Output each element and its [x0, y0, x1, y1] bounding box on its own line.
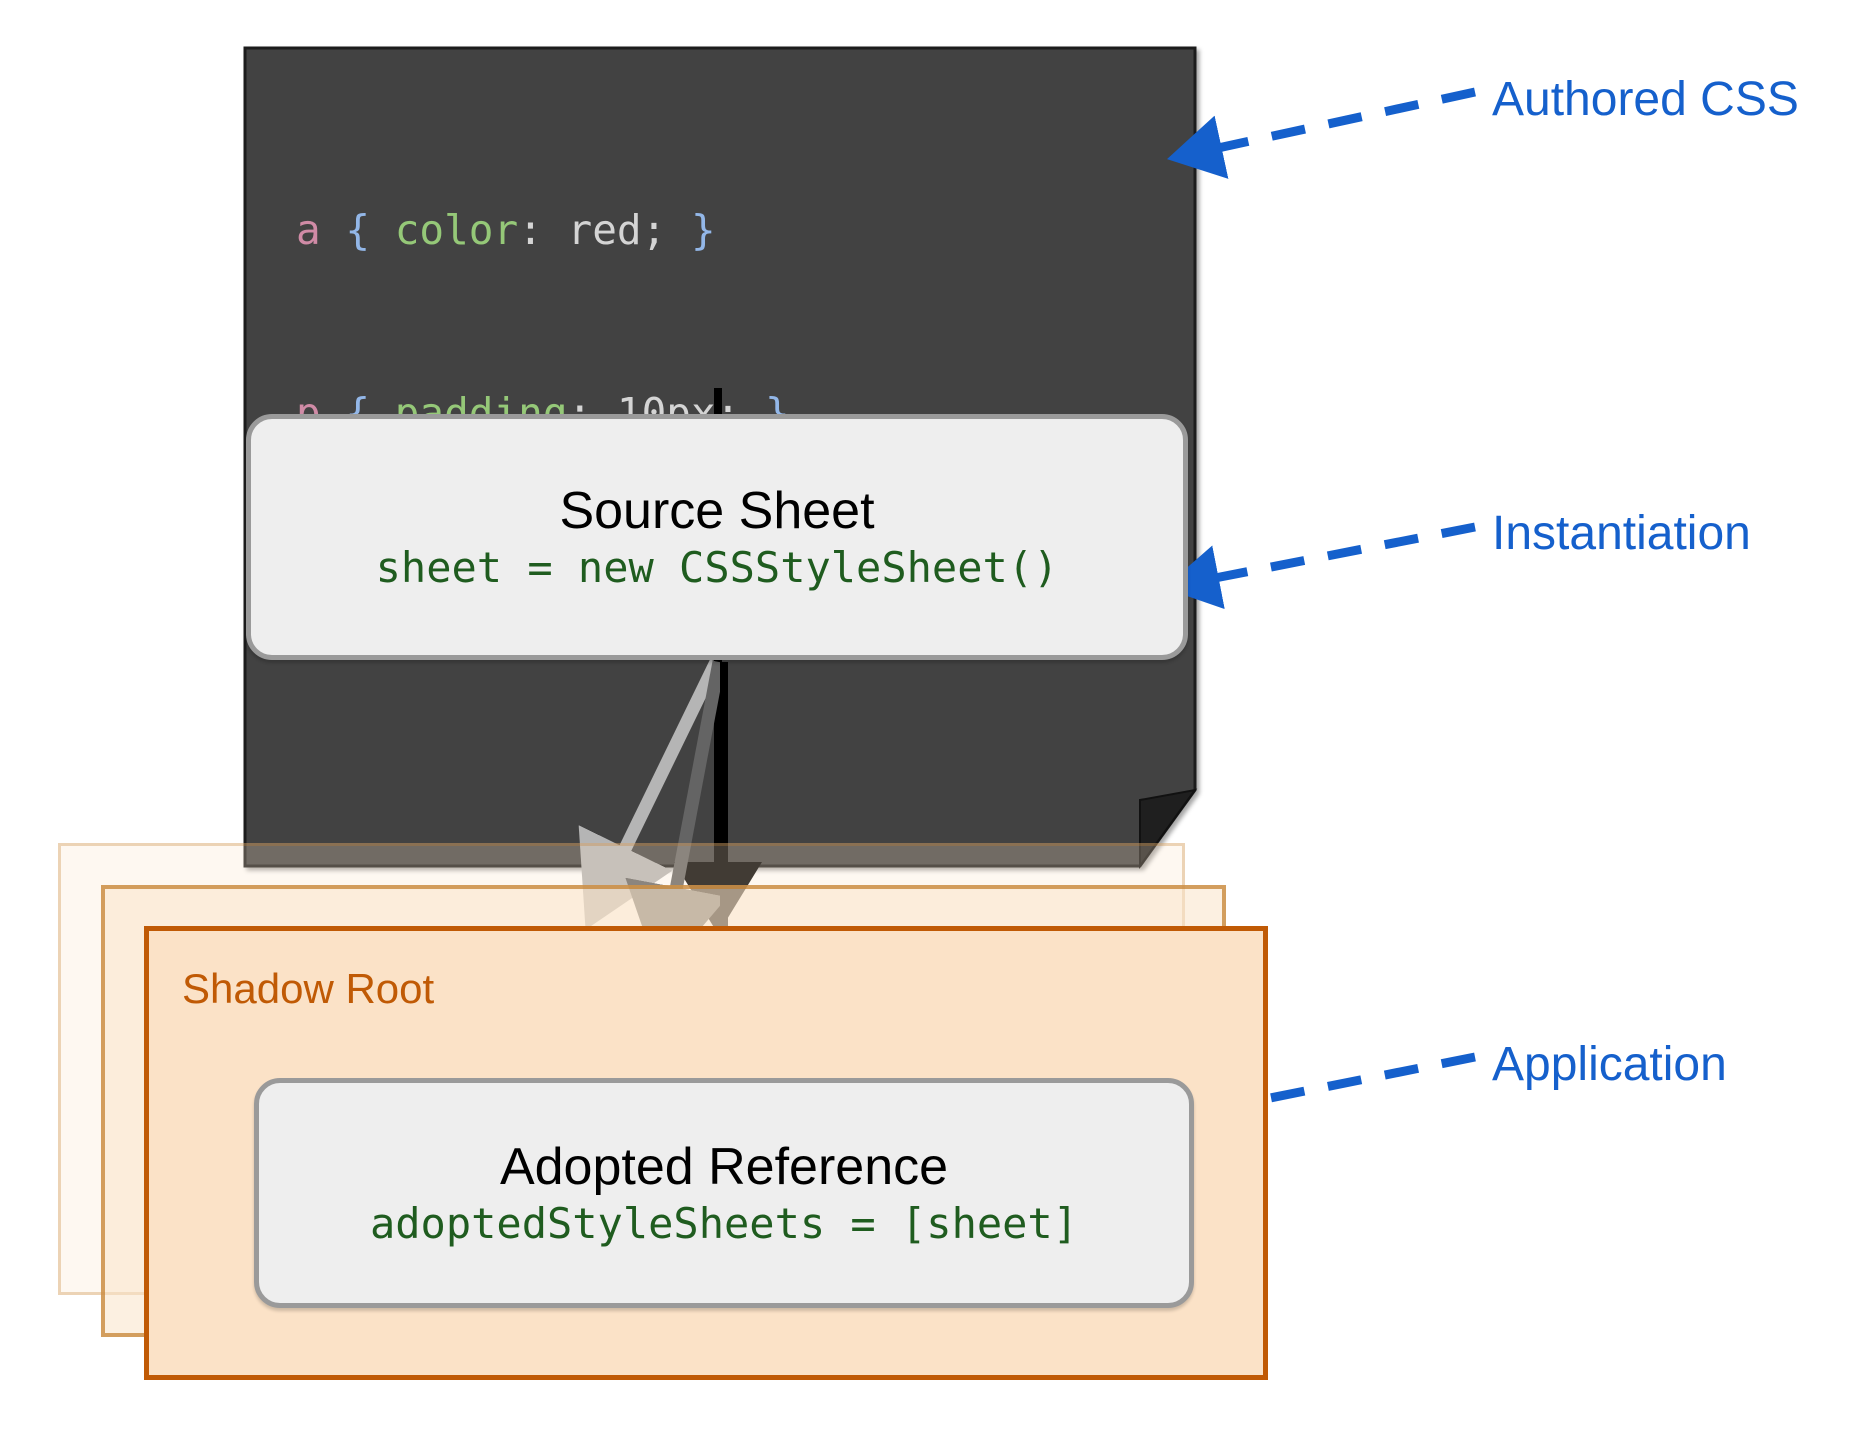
source-sheet-node[interactable]: Source Sheet sheet = new CSSStyleSheet() — [246, 414, 1188, 660]
callout-leader-authored-css — [1166, 87, 1476, 179]
css-colon: : — [518, 206, 568, 254]
css-value: red; — [567, 206, 667, 254]
code-line: a { color: red; } — [296, 200, 790, 261]
arrow-source-to-shadow-back — [578, 659, 722, 930]
adopted-reference-node[interactable]: Adopted Reference adoptedStyleSheets = [… — [254, 1078, 1194, 1308]
code-space — [370, 206, 395, 254]
code-space — [321, 206, 346, 254]
adopted-reference-code: adoptedStyleSheets = [sheet] — [369, 1198, 1078, 1248]
source-sheet-code: sheet = new CSSStyleSheet() — [375, 542, 1059, 592]
adopted-reference-title: Adopted Reference — [499, 1137, 949, 1196]
source-sheet-title: Source Sheet — [559, 481, 875, 540]
callout-label-authored-css: Authored CSS — [1492, 73, 1799, 126]
code-space — [666, 206, 691, 254]
callout-label-application: Application — [1492, 1038, 1727, 1091]
shadow-root-label: Shadow Root — [182, 965, 435, 1012]
callout-leader-instantiation — [1163, 522, 1476, 610]
css-brace-open: { — [345, 206, 371, 254]
css-selector: a — [296, 206, 321, 254]
callout-label-instantiation: Instantiation — [1492, 507, 1751, 560]
css-brace-close: } — [690, 206, 716, 254]
css-property: color — [394, 206, 519, 254]
